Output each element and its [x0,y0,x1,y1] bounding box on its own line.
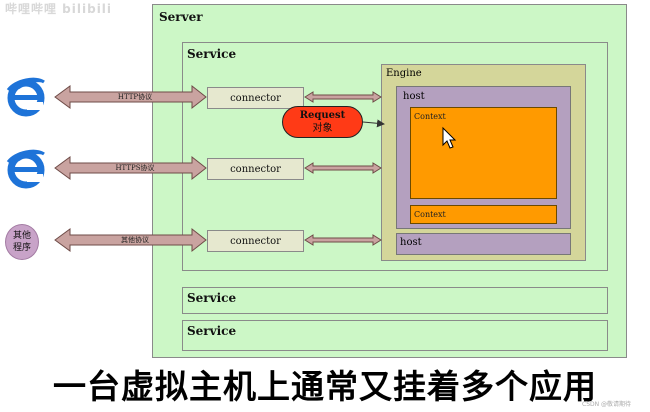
protocol-arrow-other [54,227,207,253]
other-program-node: 其他 程序 [5,224,39,260]
connector-3: connector [207,230,304,252]
protocol-arrow-https [54,155,207,181]
ie-browser-icon [6,149,45,189]
service-extra-1: Service [182,287,608,314]
service-main-label: Service [187,47,237,61]
watermark: 哔哩哔哩 bilibili [5,2,113,16]
video-caption: 一台虚拟主机上通常又挂着多个应用 [53,367,597,406]
protocol-label-other: 其他协议 [121,236,149,244]
host-secondary-label: host [400,237,422,248]
connector-engine-arrow-1 [304,91,382,103]
context-main-label: Context [414,112,446,121]
service-extra-2-label: Service [187,324,237,338]
service-extra-2: Service [182,320,608,351]
protocol-arrow-http [54,84,207,110]
request-subtitle: 对象 [312,123,333,134]
context-main-box: Context [410,107,557,199]
request-arrow [362,119,385,128]
other-program-line2: 程序 [12,243,31,253]
connector-2: connector [207,158,304,180]
connector-1: connector [207,87,304,109]
request-object: Request 对象 [282,106,363,138]
context-second-box: Context [410,205,557,224]
context-second-label: Context [414,210,446,219]
server-label: Server [159,10,203,24]
host-secondary-box: host [396,233,571,255]
protocol-label-https: HTTPS协议 [115,164,155,172]
protocol-label-http: HTTP协议 [117,93,153,101]
request-title: Request [299,110,346,121]
ie-browser-icon [6,77,45,117]
csdn-watermark: CSDN @敬请期待 [582,401,632,408]
service-extra-1-label: Service [187,291,237,305]
host-primary-label: host [403,91,425,102]
connector-engine-arrow-2 [304,162,382,174]
engine-label: Engine [386,68,422,79]
mouse-cursor-icon [442,126,457,149]
connector-engine-arrow-3 [304,234,382,246]
other-program-line1: 其他 [12,231,31,241]
